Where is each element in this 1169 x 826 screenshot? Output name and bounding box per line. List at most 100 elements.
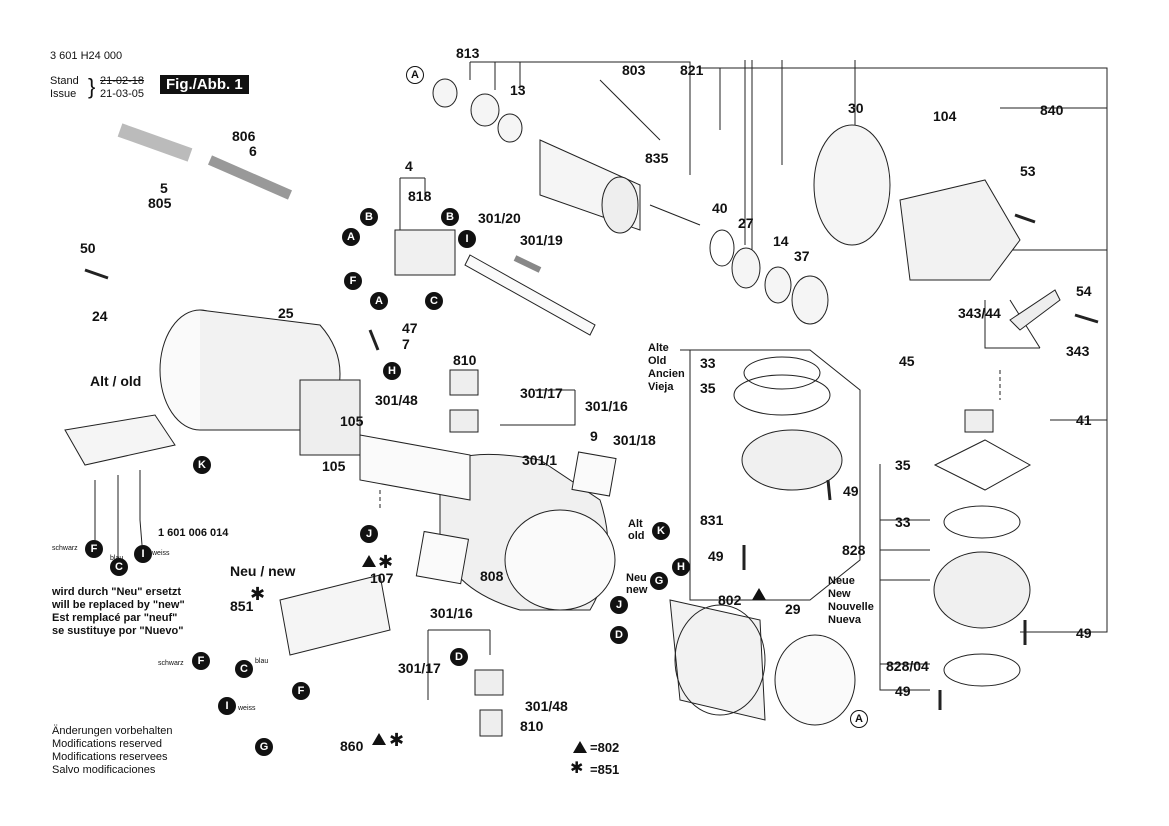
triangle-symbol-107 bbox=[362, 555, 376, 567]
wire-label-weiss-new: weiss bbox=[238, 705, 256, 712]
part-label-301-17-b: 301/17 bbox=[398, 660, 441, 676]
stand-label: Stand bbox=[50, 75, 79, 87]
part-label-54: 54 bbox=[1076, 283, 1092, 299]
part-label-821: 821 bbox=[680, 62, 704, 78]
callout-i-new: I bbox=[218, 697, 236, 715]
callout-a-fan: A bbox=[850, 710, 868, 728]
part-label-808: 808 bbox=[480, 568, 504, 584]
wire-label-weiss-old: weiss bbox=[152, 550, 170, 557]
part-label-810-a: 810 bbox=[453, 352, 477, 368]
part-label-813: 813 bbox=[456, 45, 480, 61]
part-label-301-1: 301/1 bbox=[522, 452, 558, 468]
callout-a-top: A bbox=[406, 66, 424, 84]
part-label-14: 14 bbox=[773, 233, 789, 249]
star-symbol-860: ✱ bbox=[389, 730, 405, 750]
callout-b-cable: B bbox=[360, 208, 378, 226]
part-label-840: 840 bbox=[1040, 102, 1064, 118]
brace: } bbox=[88, 74, 96, 99]
part-label-6: 6 bbox=[249, 143, 257, 159]
callout-f-new: F bbox=[192, 652, 210, 670]
old-small-label: old bbox=[628, 530, 645, 542]
new-small-label: new bbox=[626, 584, 648, 596]
callout-j-stator: J bbox=[610, 596, 628, 614]
part-label-47: 47 bbox=[402, 320, 418, 336]
part-label-835: 835 bbox=[645, 150, 669, 166]
part-label-831: 831 bbox=[700, 512, 724, 528]
legend-star-symbol: ✱ bbox=[570, 760, 584, 777]
triangle-symbol-802 bbox=[752, 588, 766, 600]
new-label: New bbox=[828, 588, 851, 600]
part-label-7: 7 bbox=[402, 336, 410, 352]
part-label-24: 24 bbox=[92, 308, 108, 324]
part-label-37: 37 bbox=[794, 248, 810, 264]
callout-a-switch: A bbox=[370, 292, 388, 310]
callout-k-old: K bbox=[193, 456, 211, 474]
part-label-49-c: 49 bbox=[1076, 625, 1092, 641]
callout-d-stator: D bbox=[610, 626, 628, 644]
part-label-810-b: 810 bbox=[520, 718, 544, 734]
part-label-29: 29 bbox=[785, 601, 801, 617]
part-label-301-20: 301/20 bbox=[478, 210, 521, 226]
doc-number: 3 601 H24 000 bbox=[50, 50, 123, 62]
part-label-50: 50 bbox=[80, 240, 96, 256]
part-label-35-a: 35 bbox=[700, 380, 716, 396]
neu-new-label: Neu / new bbox=[230, 563, 296, 579]
part-label-828-04: 828/04 bbox=[886, 658, 929, 674]
callout-h-stator: H bbox=[672, 558, 690, 576]
part-label-40: 40 bbox=[712, 200, 728, 216]
part-label-803: 803 bbox=[622, 62, 646, 78]
part-label-301-16-b: 301/16 bbox=[430, 605, 473, 621]
neue-label: Neue bbox=[828, 575, 855, 587]
modifications-note-fr: Modifications reservees bbox=[52, 751, 168, 763]
callout-c-new: C bbox=[235, 660, 253, 678]
issue-date: 21-03-05 bbox=[100, 88, 145, 100]
part-label-860: 860 bbox=[340, 738, 364, 754]
part-label-301-19: 301/19 bbox=[520, 232, 563, 248]
part-label-301-48-b: 301/48 bbox=[525, 698, 568, 714]
callout-f-new-2: F bbox=[292, 682, 310, 700]
modifications-note-es: Salvo modificaciones bbox=[52, 764, 156, 776]
callout-d-brush: D bbox=[450, 648, 468, 666]
triangle-symbol-860 bbox=[372, 733, 386, 745]
callout-j-new: J bbox=[360, 525, 378, 543]
replacement-note-fr: Est remplacé par "neuf" bbox=[52, 612, 178, 624]
part-label-53: 53 bbox=[1020, 163, 1036, 179]
callout-i-switch: I bbox=[458, 230, 476, 248]
callout-i-old: I bbox=[134, 545, 152, 563]
part-label-49-a: 49 bbox=[843, 483, 859, 499]
callout-c-switch: C bbox=[425, 292, 443, 310]
neu-small-label: Neu bbox=[626, 572, 647, 584]
part-label-27: 27 bbox=[738, 215, 754, 231]
part-label-35-b: 35 bbox=[895, 457, 911, 473]
issue-label: Issue bbox=[50, 88, 77, 100]
ancien-label: Ancien bbox=[648, 368, 685, 380]
callout-f-switch: F bbox=[344, 272, 362, 290]
callout-g-stator: G bbox=[650, 572, 668, 590]
callout-c-old: C bbox=[110, 558, 128, 576]
part-label-851: 851 bbox=[230, 598, 254, 614]
part-label-33-b: 33 bbox=[895, 514, 911, 530]
part-label-343: 343 bbox=[1066, 343, 1090, 359]
part-label-818: 818 bbox=[408, 188, 432, 204]
part-label-104: 104 bbox=[933, 108, 957, 124]
nueva-label: Nueva bbox=[828, 614, 862, 626]
part-label-301-17-a: 301/17 bbox=[520, 385, 563, 401]
vieja-label: Vieja bbox=[648, 381, 674, 393]
legend-star-value: =851 bbox=[590, 762, 620, 777]
part-label-806: 806 bbox=[232, 128, 256, 144]
part-label-105-a: 105 bbox=[340, 413, 364, 429]
wire-label-schwarz-old: schwarz bbox=[52, 545, 78, 552]
alte-label: Alte bbox=[648, 342, 669, 354]
part-label-105-b: 105 bbox=[322, 458, 346, 474]
part-label-1601006014: 1 601 006 014 bbox=[158, 527, 229, 539]
modifications-note-en: Modifications reserved bbox=[52, 738, 163, 750]
part-label-49-d: 49 bbox=[895, 683, 911, 699]
alt-old-label: Alt / old bbox=[90, 373, 142, 389]
part-label-802: 802 bbox=[718, 592, 742, 608]
legend-triangle-value: =802 bbox=[590, 740, 620, 755]
old-label: Old bbox=[648, 355, 667, 367]
replacement-note-de: wird durch "Neu" ersetzt bbox=[52, 586, 182, 598]
figure-label: Fig./Abb. 1 bbox=[160, 75, 249, 94]
